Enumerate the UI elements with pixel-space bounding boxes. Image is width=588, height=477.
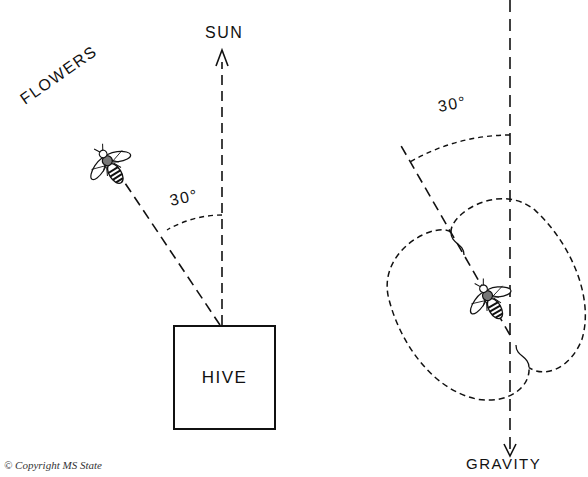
node-label: HIVE: [202, 368, 248, 388]
hive-box: HIVE: [173, 325, 276, 430]
angle-label: 30°: [436, 93, 467, 115]
angle-label: 30°: [168, 186, 200, 209]
left-diagram: [77, 50, 228, 325]
copyright-note: © Copyright MS State: [4, 459, 102, 471]
right-diagram: [364, 0, 588, 456]
direction-label: GRAVITY: [466, 456, 541, 473]
direction-label: SUN: [205, 24, 243, 42]
target-label: FLOWERS: [17, 42, 101, 108]
